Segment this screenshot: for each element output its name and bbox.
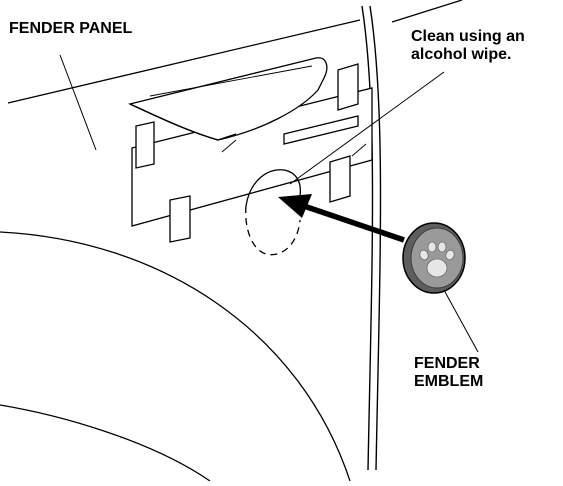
fender-emblem-line-2: EMBLEM (414, 373, 484, 390)
seam-line-right (369, 5, 382, 471)
fender-emblem-line-1: FENDER (414, 355, 480, 372)
clean-instruction-label: Clean using an alcohol wipe. (411, 28, 525, 64)
tab-top-left (135, 121, 155, 169)
clean-leader (289, 71, 445, 185)
paw-toe-1 (419, 249, 429, 261)
fender-panel-outline (0, 0, 463, 482)
tab-bottom-left (169, 195, 191, 243)
emblem-recess (128, 57, 373, 243)
fender-emblem-label: FENDER EMBLEM (414, 355, 483, 391)
recess-slot (283, 115, 359, 145)
arrow-shaft (303, 203, 405, 243)
install-direction-arrow (278, 194, 405, 243)
panel-upper-line-right (391, 0, 463, 23)
flange-mark-right (351, 143, 367, 157)
paw-pad-main (426, 258, 448, 278)
flange-highlight (149, 65, 313, 97)
paw-toe-3 (437, 241, 447, 253)
lower-body-line (0, 404, 211, 482)
flange-mark-left (221, 139, 237, 153)
fender-emblem (402, 222, 466, 294)
mounting-spot-solid (245, 169, 302, 207)
fender-panel-leader (59, 54, 97, 151)
paw-toe-2 (427, 241, 437, 253)
paw-print-icon (419, 241, 455, 278)
fender-panel-label: FENDER PANEL (9, 20, 133, 37)
mounting-spot-dashed (245, 205, 301, 256)
arrow-head (278, 194, 312, 218)
emblem-leader (443, 289, 479, 353)
tab-mid-right (329, 155, 351, 203)
clean-instruction-line-2: alcohol wipe. (411, 46, 512, 63)
seam-line-left (361, 5, 374, 471)
clean-instruction-line-1: Clean using an (411, 28, 525, 45)
panel-seam (361, 5, 382, 471)
panel-upper-line (7, 19, 361, 104)
flange-inner-edge (129, 103, 237, 141)
emblem-face (410, 227, 464, 289)
wheel-arch-line (0, 231, 351, 482)
mounting-spot (245, 169, 302, 256)
paw-toe-4 (445, 249, 455, 261)
tab-top-right (337, 63, 359, 111)
